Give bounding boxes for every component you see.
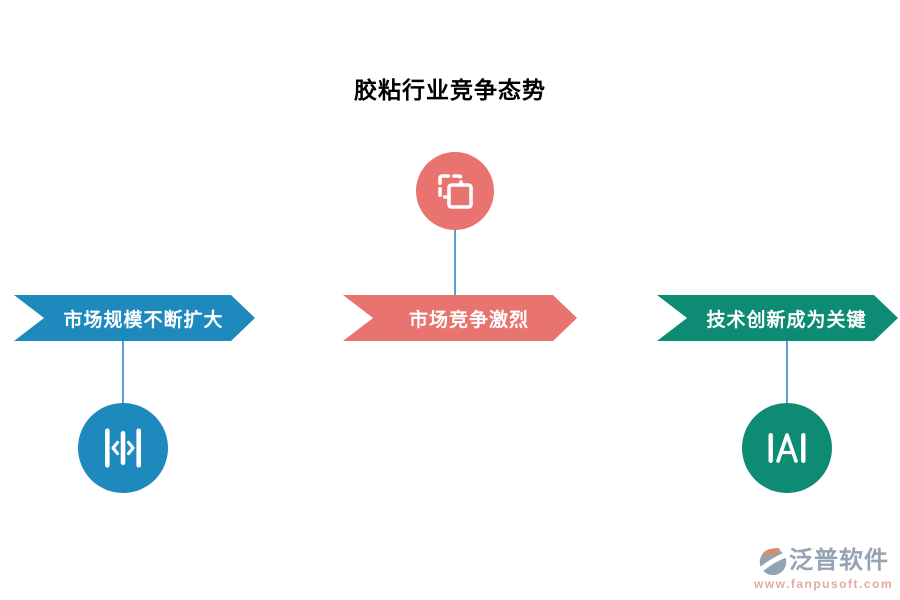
expand-horizontal-icon [96, 421, 150, 475]
banner-competition: 市场竞争激烈 [343, 295, 577, 341]
competition-badge [416, 152, 494, 230]
connector-market-scale [122, 341, 124, 403]
innovation-badge [742, 403, 832, 493]
copy-icon [432, 168, 478, 214]
text-width-icon [761, 422, 813, 474]
market-scale-badge [78, 403, 168, 493]
connector-competition [454, 229, 456, 295]
diagram-title: 胶粘行业竞争态势 [354, 77, 546, 103]
banner-market-scale-label: 市场规模不断扩大 [63, 309, 224, 331]
banner-innovation-label: 技术创新成为关键 [706, 309, 867, 331]
banner-competition-label: 市场竞争激烈 [408, 309, 529, 331]
connector-innovation [786, 341, 788, 403]
banner-innovation: 技术创新成为关键 [657, 295, 898, 341]
watermark-brand: 泛普软件 [788, 547, 889, 574]
watermark: 泛普软件 www.fanpusoft.com [754, 545, 893, 590]
banner-market-scale: 市场规模不断扩大 [14, 295, 255, 341]
watermark-url: www.fanpusoft.com [753, 577, 893, 591]
fanpu-logo-icon [758, 545, 788, 577]
